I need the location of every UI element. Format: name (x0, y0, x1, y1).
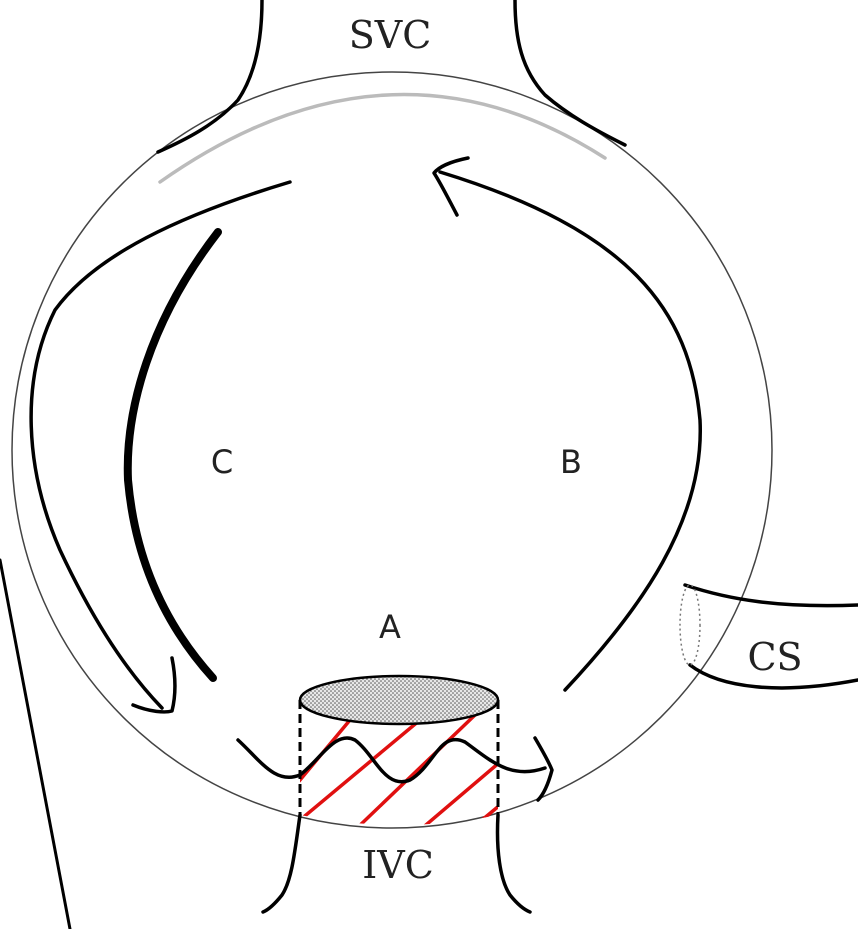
ivc-label: IVC (362, 843, 434, 887)
cs-label: CS (747, 635, 802, 679)
ivc-right-wall (498, 815, 531, 912)
svc-left-wall (158, 0, 262, 152)
label-c: C (211, 443, 233, 481)
svc-right-wall (515, 0, 625, 145)
arrow-c-shaft (31, 182, 290, 708)
label-a: A (379, 608, 401, 646)
cs-orifice (680, 585, 700, 665)
label-b: B (560, 443, 582, 481)
ivc-top-surface (300, 676, 498, 724)
crista-terminalis (128, 232, 218, 678)
svc-label: SVC (349, 13, 432, 57)
arrow-b-shaft (440, 172, 700, 690)
arrow-b-head (434, 158, 468, 215)
cs-upper-wall (685, 585, 858, 606)
ivc-left-wall (263, 815, 300, 912)
svc-rim (160, 95, 605, 182)
left-border-line (0, 560, 70, 929)
